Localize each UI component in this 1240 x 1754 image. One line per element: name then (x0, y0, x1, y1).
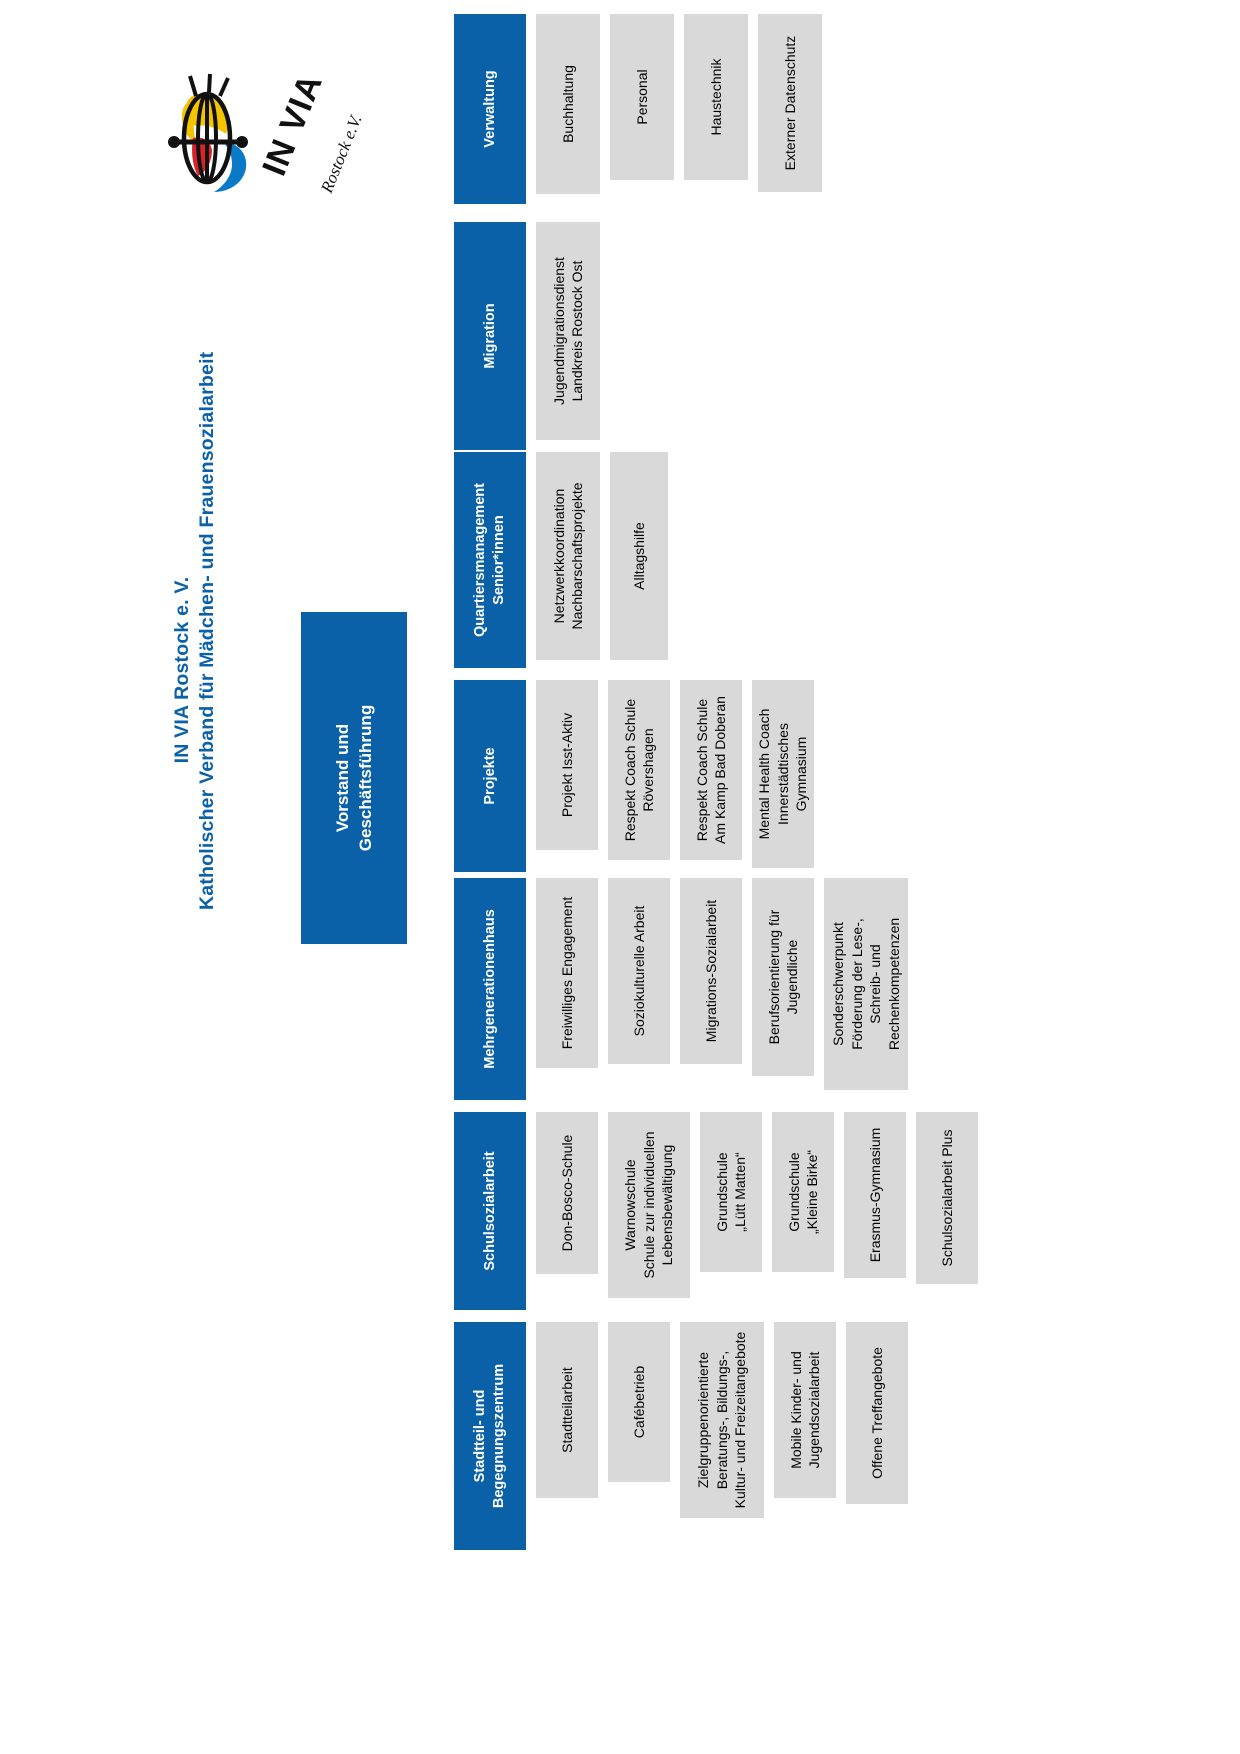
dept-item-schulsozialarbeit-5[interactable]: Schulsozialarbeit Plus (916, 1112, 978, 1284)
node-vorstand-geschaeftsfuehrung: Vorstand und Geschäftsführung (301, 612, 407, 944)
dept-item-mehrgenerationenhaus-1[interactable]: Soziokulturelle Arbeit (608, 878, 670, 1064)
dept-header-stadtteil[interactable]: Stadtteil- und Begegnungszentrum (454, 1322, 526, 1550)
dept-item-quartiersmanagement-1[interactable]: Alltagshilfe (610, 452, 668, 660)
dept-item-schulsozialarbeit-1[interactable]: Warnowschule Schule zur individuellen Le… (608, 1112, 690, 1298)
dept-header-quartiersmanagement[interactable]: Quartiersmanagement Senior*innen (454, 452, 526, 668)
dept-header-projekte[interactable]: Projekte (454, 680, 526, 872)
dept-item-verwaltung-0[interactable]: Buchhaltung (536, 14, 600, 194)
dept-header-schulsozialarbeit[interactable]: Schulsozialarbeit (454, 1112, 526, 1310)
dept-item-mehrgenerationenhaus-0[interactable]: Freiwilliges Engagement (536, 878, 598, 1068)
dept-item-verwaltung-1[interactable]: Personal (610, 14, 674, 180)
dept-item-label-stadtteil-0: Stadtteilarbeit (558, 1367, 575, 1453)
dept-item-schulsozialarbeit-4[interactable]: Erasmus-Gymnasium (844, 1112, 906, 1278)
dept-item-mehrgenerationenhaus-2[interactable]: Migrations-Sozialarbeit (680, 878, 742, 1064)
dept-item-stadtteil-2[interactable]: Zielgruppenorientierte Beratungs-, Bildu… (680, 1322, 764, 1518)
dept-header-mehrgenerationenhaus[interactable]: Mehrgenerationenhaus (454, 878, 526, 1100)
dept-item-label-stadtteil-1: Cafébetrieb (630, 1365, 647, 1439)
dept-header-verwaltung[interactable]: Verwaltung (454, 14, 526, 204)
dept-item-projekte-3[interactable]: Mental Health Coach Innerstädtisches Gym… (752, 680, 814, 868)
dept-item-projekte-1[interactable]: Respekt Coach Schule Rövershagen (608, 680, 670, 860)
dept-header-label-stadtteil: Stadtteil- und Begegnungszentrum (472, 1363, 507, 1509)
dept-item-label-stadtteil-3: Mobile Kinder- und Jugendsozialarbeit (787, 1351, 823, 1469)
dept-item-verwaltung-2[interactable]: Haustechnik (684, 14, 748, 180)
dept-item-projekte-2[interactable]: Respekt Coach Schule Am Kamp Bad Doberan (680, 680, 742, 860)
in-via-wordmark: IN VIA Rostock e.V. (255, 68, 366, 196)
dept-item-mehrgenerationenhaus-3[interactable]: Berufsorientierung für Jugendliche (752, 878, 814, 1076)
dept-item-label-stadtteil-2: Zielgruppenorientierte Beratungs-, Bildu… (695, 1331, 749, 1509)
dept-item-schulsozialarbeit-0[interactable]: Don-Bosco-Schule (536, 1112, 598, 1274)
in-via-logo: IN VIA Rostock e.V. (160, 68, 366, 202)
in-via-globe-icon (168, 73, 248, 192)
dept-item-stadtteil-1[interactable]: Cafébetrieb (608, 1322, 670, 1482)
dept-item-verwaltung-3[interactable]: Externer Datenschutz (758, 14, 822, 192)
dept-item-projekte-0[interactable]: Projekt Isst-Aktiv (536, 680, 598, 850)
dept-item-stadtteil-3[interactable]: Mobile Kinder- und Jugendsozialarbeit (774, 1322, 836, 1498)
dept-item-stadtteil-0[interactable]: Stadtteilarbeit (536, 1322, 598, 1498)
dept-item-quartiersmanagement-0[interactable]: Netzwerkkoordination Nachbarschaftsproje… (536, 452, 600, 660)
dept-item-schulsozialarbeit-2[interactable]: Grundschule „Lütt Matten“ (700, 1112, 762, 1272)
dept-item-mehrgenerationenhaus-4[interactable]: Sonderschwerpunkt Förderung der Lese-, S… (824, 878, 908, 1090)
dept-item-schulsozialarbeit-3[interactable]: Grundschule „Kleine Birke“ (772, 1112, 834, 1272)
dept-item-label-stadtteil-4: Offene Treffangebote (868, 1347, 885, 1479)
dept-header-migration[interactable]: Migration (454, 222, 526, 450)
dept-item-stadtteil-4[interactable]: Offene Treffangebote (846, 1322, 908, 1504)
dept-item-migration-0[interactable]: Jugendmigrationsdienst Landkreis Rostock… (536, 222, 600, 440)
